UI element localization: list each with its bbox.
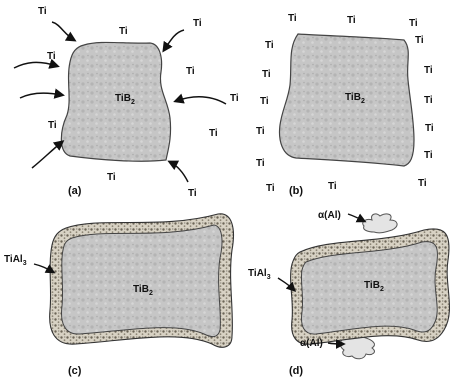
- ti-atom: Ti: [409, 18, 418, 29]
- ti-atom: Ti: [186, 66, 195, 77]
- ti-atom: Ti: [107, 172, 116, 183]
- diffusion-arrow: [164, 30, 184, 50]
- ti-atom: Ti: [424, 150, 433, 161]
- ti-atom: Ti: [193, 18, 202, 29]
- ti-atom: Ti: [262, 69, 271, 80]
- panel-caption: (b): [289, 185, 303, 197]
- ti-atom: Ti: [265, 40, 274, 51]
- diffusion-arrow: [52, 22, 74, 40]
- ti-atom: Ti: [209, 128, 218, 139]
- ti-atom: Ti: [256, 158, 265, 169]
- shell-label: TiAl3: [4, 254, 27, 267]
- alpha-al-label-top: α(Al): [318, 210, 341, 221]
- ti-atom: Ti: [256, 126, 265, 137]
- ti-atom: Ti: [119, 26, 128, 37]
- ti-atom: Ti: [424, 95, 433, 106]
- ti-atom: Ti: [424, 65, 433, 76]
- diffusion-arrow: [14, 62, 57, 68]
- ti-atom: Ti: [347, 15, 356, 26]
- ti-atom: Ti: [38, 6, 47, 17]
- ti-atom: Ti: [47, 51, 56, 62]
- diffusion-arrow: [170, 162, 188, 182]
- ti-atom: Ti: [188, 188, 197, 199]
- ti-atom: Ti: [230, 93, 239, 104]
- shell-label: TiAl3: [248, 268, 271, 281]
- panel-b: TiB2 Ti Ti Ti Ti Ti Ti Ti Ti Ti Ti Ti Ti…: [256, 13, 434, 197]
- panel-caption: (c): [68, 365, 82, 377]
- ti-atom: Ti: [260, 96, 269, 107]
- ti-atom: Ti: [415, 35, 424, 46]
- tib2-particle: [62, 225, 222, 337]
- diffusion-arrow: [20, 93, 62, 98]
- label-pointer: [348, 214, 364, 221]
- alpha-al-label-bottom: α(Al): [300, 338, 323, 349]
- ti-atom: Ti: [425, 123, 434, 134]
- ti-atom: Ti: [266, 183, 275, 194]
- panel-a: TiB2 Ti Ti Ti Ti Ti Ti Ti Ti Ti Ti (a): [14, 6, 239, 199]
- alpha-al-phase-top: [363, 214, 397, 233]
- ti-atom: Ti: [48, 120, 57, 131]
- ti-atom: Ti: [328, 181, 337, 192]
- ti-atom: Ti: [418, 178, 427, 189]
- panel-d: TiB2 TiAl3 α(Al) α(Al) (d): [248, 210, 449, 377]
- diffusion-arrow: [32, 142, 62, 168]
- diffusion-arrow: [176, 97, 226, 104]
- panel-c: TiB2 TiAl3 (c): [4, 214, 233, 377]
- ti-atom: Ti: [288, 13, 297, 24]
- panel-caption: (a): [68, 185, 82, 197]
- panel-caption: (d): [289, 365, 303, 377]
